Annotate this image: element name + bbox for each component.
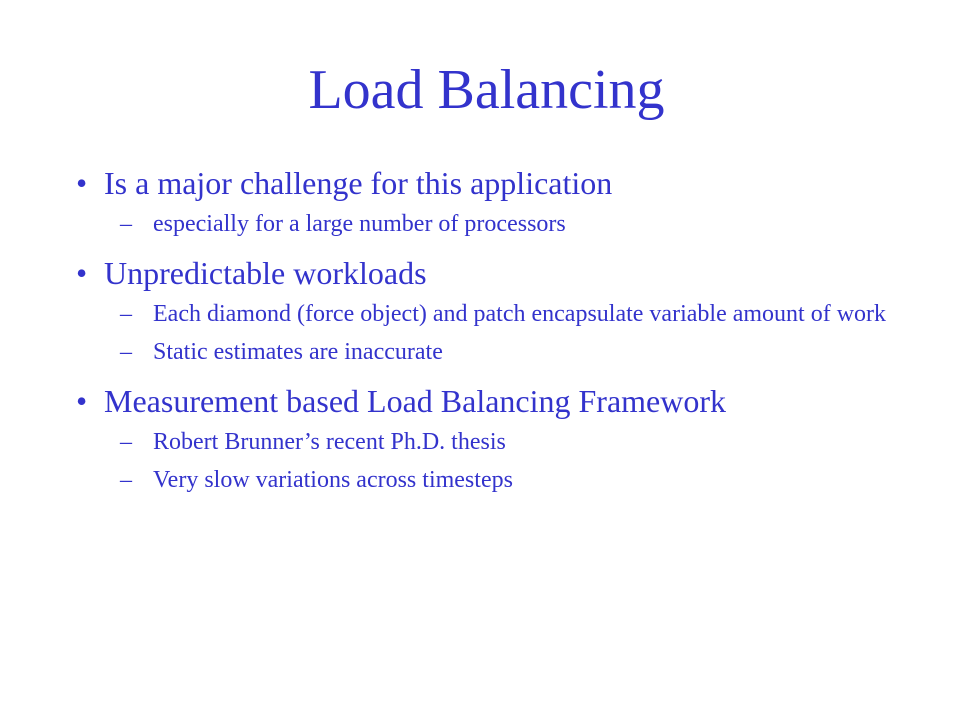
sub-bullet-item: – Static estimates are inaccurate bbox=[76, 336, 936, 368]
sub-bullet-text: Very slow variations across timesteps bbox=[153, 467, 513, 493]
sub-bullet-list: – Robert Brunner’s recent Ph.D. thesis –… bbox=[76, 426, 936, 496]
sub-bullet-text: Static estimates are inaccurate bbox=[153, 339, 443, 365]
sub-bullet-dash-icon: – bbox=[120, 467, 132, 493]
sub-bullet-dash-icon: – bbox=[120, 429, 132, 455]
sub-bullet-item: – Robert Brunner’s recent Ph.D. thesis bbox=[76, 426, 936, 458]
sub-bullet-dash-icon: – bbox=[120, 211, 132, 237]
slide-title: Load Balancing bbox=[308, 59, 665, 121]
sub-bullet-text: Each diamond (force object) and patch en… bbox=[153, 301, 887, 327]
sub-bullet-text: Robert Brunner’s recent Ph.D. thesis bbox=[153, 429, 506, 455]
bullet-item: • Is a major challenge for this applicat… bbox=[76, 162, 936, 204]
bullet-dot-icon: • bbox=[76, 165, 88, 201]
sub-bullet-dash-icon: – bbox=[120, 301, 132, 327]
bullet-item: • Unpredictable workloads bbox=[76, 252, 936, 294]
bullet-text: Is a major challenge for this applicatio… bbox=[104, 165, 613, 201]
sub-bullet-text: especially for a large number of process… bbox=[153, 211, 566, 237]
bullet-dot-icon: • bbox=[76, 383, 88, 419]
sub-bullet-item: – especially for a large number of proce… bbox=[76, 208, 936, 240]
bullet-dot-icon: • bbox=[76, 255, 88, 291]
sub-bullet-item: – Each diamond (force object) and patch … bbox=[76, 298, 936, 330]
bullet-list: • Is a major challenge for this applicat… bbox=[76, 162, 936, 496]
sub-bullet-item: – Very slow variations across timesteps bbox=[76, 464, 936, 496]
sub-bullet-list: – especially for a large number of proce… bbox=[76, 208, 936, 240]
sub-bullet-dash-icon: – bbox=[120, 339, 132, 365]
bullet-text: Unpredictable workloads bbox=[104, 255, 427, 291]
sub-bullet-list: – Each diamond (force object) and patch … bbox=[76, 298, 936, 368]
bullet-text: Measurement based Load Balancing Framewo… bbox=[104, 383, 727, 419]
bullet-item: • Measurement based Load Balancing Frame… bbox=[76, 380, 936, 422]
